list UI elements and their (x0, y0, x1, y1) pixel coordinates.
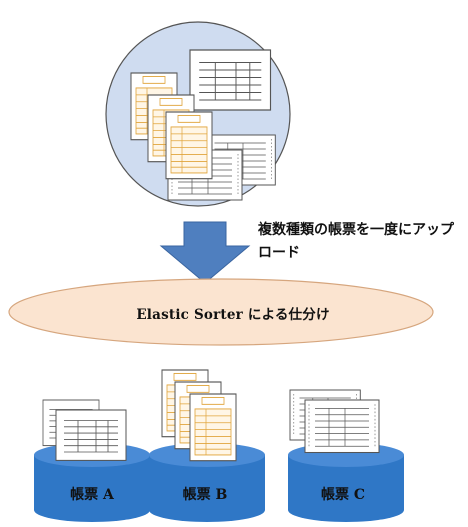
database-b-label: 帳票 B (182, 487, 228, 503)
database-c-label: 帳票 C (320, 487, 366, 503)
down-arrow-icon (159, 221, 251, 284)
database-c (288, 389, 404, 522)
upload-caption: 複数種類の帳票を一度にアップロード (258, 222, 454, 261)
database-a-label: 帳票 A (70, 487, 114, 503)
process-ellipse (8, 278, 434, 346)
database-a (34, 399, 150, 522)
database-b (149, 369, 265, 522)
process-label: Elastic Sorter による仕分け (136, 307, 330, 323)
